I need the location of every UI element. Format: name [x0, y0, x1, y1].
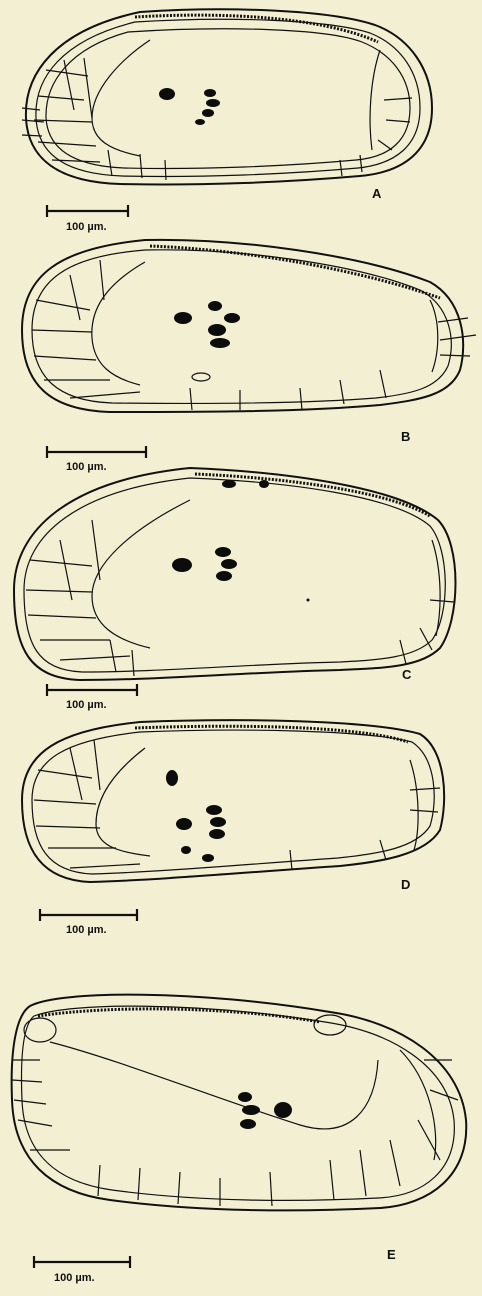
- valve-figure-a: 100 µm. A: [22, 9, 432, 233]
- valve-figure-e: 100 µm. E: [12, 995, 467, 1284]
- figure-letter-d: D: [401, 877, 410, 892]
- valve-outline-d: [22, 720, 444, 882]
- valve-figure-d: 100 µm. D: [22, 720, 444, 936]
- figure-letter-e: E: [387, 1247, 396, 1262]
- scale-label-a: 100 µm.: [66, 221, 107, 233]
- scale-label-c: 100 µm.: [66, 699, 107, 711]
- figure-letter-b: B: [401, 429, 410, 444]
- scale-label-e: 100 µm.: [54, 1272, 95, 1284]
- figure-letter-c: C: [402, 667, 412, 682]
- scale-label-d: 100 µm.: [66, 924, 107, 936]
- valve-outline-b: [22, 240, 463, 412]
- figure-letter-a: A: [372, 186, 382, 201]
- valve-figure-c: 100 µm. C: [14, 468, 456, 711]
- valve-figure-b: 100 µm. B: [22, 240, 476, 473]
- scale-label-b: 100 µm.: [66, 461, 107, 473]
